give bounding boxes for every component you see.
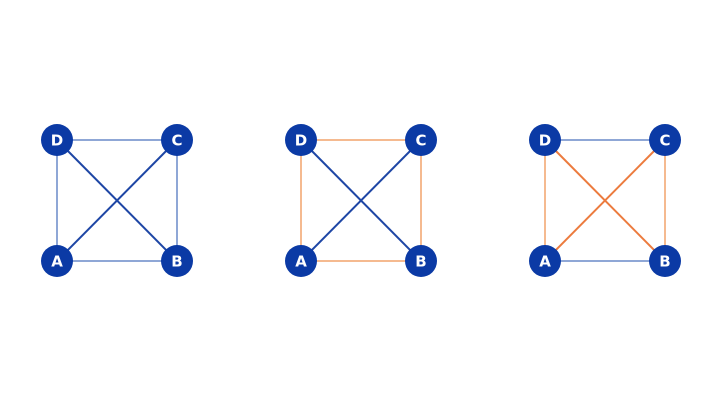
graph-1-node-label-C: C (171, 132, 182, 150)
graph-3: D C A B (529, 124, 681, 277)
graph-1-node-C (161, 124, 193, 156)
graph-1-node-B (161, 245, 193, 277)
graph-3-node-A (529, 245, 561, 277)
graph-3-node-B (649, 245, 681, 277)
graph-2-node-label-A: A (295, 253, 307, 271)
graph-3-node-label-D: D (539, 132, 551, 150)
graph-2-node-C (405, 124, 437, 156)
graph-1: D C A B (41, 124, 193, 277)
graph-2-node-B (405, 245, 437, 277)
graph-3-edge-A-C (544, 139, 666, 262)
graph-2: D C A B (285, 124, 437, 277)
graph-2-node-label-B: B (415, 253, 426, 271)
graph-1-node-label-A: A (51, 253, 63, 271)
graph-2-node-A (285, 245, 317, 277)
graph-2-node-label-C: C (415, 132, 426, 150)
graph-3-node-label-B: B (659, 253, 670, 271)
graph-1-node-label-D: D (51, 132, 63, 150)
graph-2-edge-A-C (300, 139, 422, 262)
graph-3-node-D (529, 124, 561, 156)
graph-3-node-C (649, 124, 681, 156)
graph-2-node-D (285, 124, 317, 156)
graph-3-node-label-C: C (659, 132, 670, 150)
graph-2-node-label-D: D (295, 132, 307, 150)
graph-1-node-A (41, 245, 73, 277)
graph-3-node-label-A: A (539, 253, 551, 271)
graph-1-node-D (41, 124, 73, 156)
graph-1-edge-A-C (56, 139, 178, 262)
graph-1-node-label-B: B (171, 253, 182, 271)
